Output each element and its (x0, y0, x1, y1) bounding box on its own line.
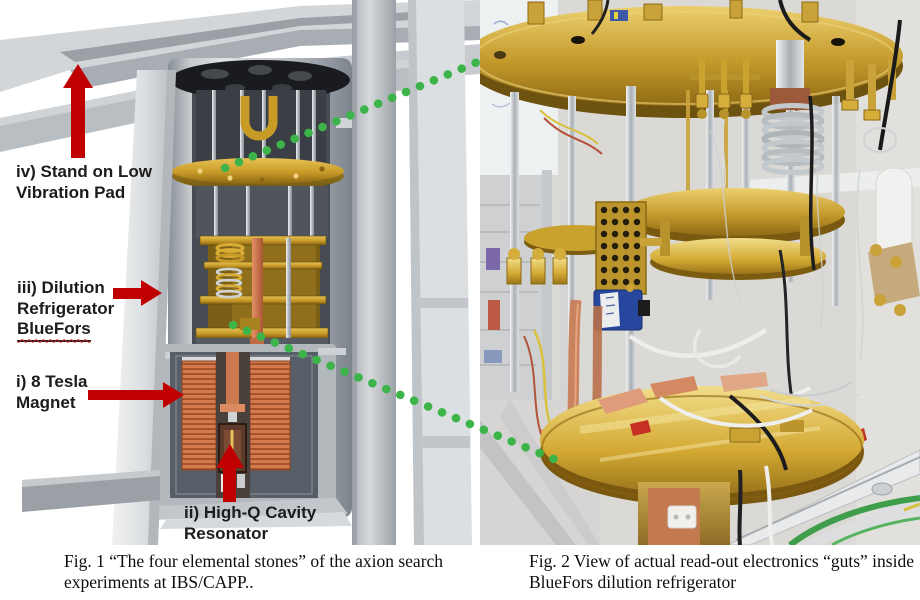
sma-connectors (690, 19, 906, 316)
figure2-caption: Fig. 2 View of actual read-out electroni… (529, 551, 914, 592)
green-tube (788, 495, 920, 548)
gold-spring (215, 243, 245, 263)
label-8-tesla-magnet: i) 8 Tesla Magnet (16, 372, 126, 413)
cryostat-cutaway (146, 58, 352, 529)
cavity-resonator (218, 423, 247, 473)
below-plate (638, 465, 774, 546)
label-bluefors-underlined: BlueFors (17, 319, 91, 343)
label-text: i) 8 Tesla Magnet (16, 372, 88, 412)
top-fittings (527, 0, 819, 42)
ceramic-connector (667, 505, 697, 529)
dilution-unit (195, 235, 329, 339)
magnet-section (146, 344, 352, 529)
upper-stage (196, 90, 326, 170)
magnet-coil-left (181, 360, 217, 471)
magnet-coil-right (249, 360, 291, 471)
cad-render-drawing (0, 0, 480, 545)
label-stand-on-low-vibration-pad: iv) Stand on Low Vibration Pad (16, 162, 162, 203)
support-frame-left (22, 70, 176, 545)
label-text: iii) Dilution Refrigerator (17, 278, 115, 318)
red-component (630, 420, 651, 436)
silver-spring (215, 267, 243, 299)
label-text: ii) High-Q Cavity Resonator (184, 503, 317, 543)
cardboard-box (868, 242, 920, 306)
mixing-chamber-plate (540, 372, 864, 506)
cad-render-figure: iv) Stand on Low Vibration Pad iii) Dilu… (0, 0, 480, 545)
label-text: iv) Stand on Low Vibration Pad (16, 162, 152, 202)
perforated-gold-plate (595, 201, 662, 295)
label-high-q-cavity-resonator: ii) High-Q Cavity Resonator (184, 503, 342, 544)
dilution-fridge-guts (467, 0, 906, 546)
photo-figure (467, 0, 920, 548)
label-dilution-refrigerator: iii) Dilution Refrigerator BlueFors (17, 278, 143, 343)
coiled-heat-exchanger (761, 40, 825, 175)
figure1-caption: Fig. 1 “The four elemental stones” of th… (64, 551, 444, 592)
copper-cold-finger (252, 238, 263, 338)
mid-stage (196, 186, 328, 238)
photo-drawing (467, 0, 920, 548)
